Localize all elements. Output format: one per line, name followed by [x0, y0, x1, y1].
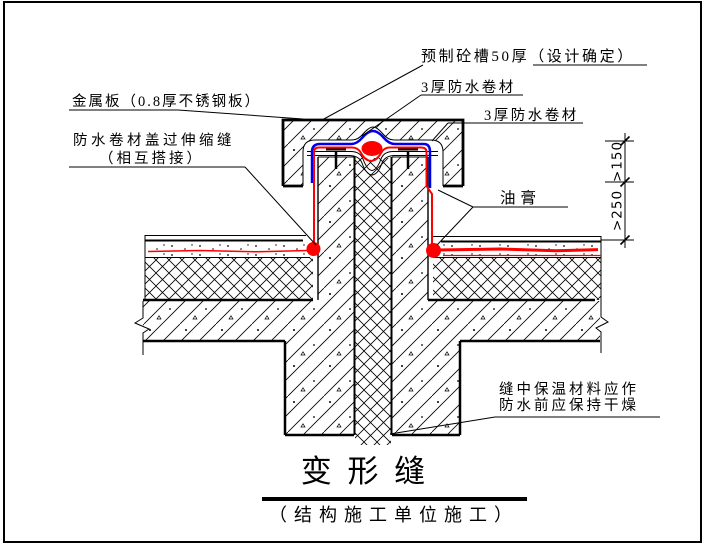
callout-insulation-note-2: 防水前应保持干燥	[499, 396, 639, 414]
sealant-bulb	[361, 141, 383, 156]
beam-outline	[283, 341, 462, 437]
callout-precast-cap: 预制砼槽50厚（设计确定）	[421, 48, 635, 65]
callout-insulation-note-1: 缝中保温材料应作	[499, 380, 639, 398]
leader-metal-plate	[69, 109, 304, 120]
drawing-subtitle: （结构施工单位施工）	[269, 505, 519, 525]
precast-cap-outline	[281, 118, 465, 188]
callout-metal-plate: 金属板（0.8厚不锈钢板）	[72, 92, 261, 110]
leader-insulation-note	[389, 416, 660, 435]
red-membrane-flashing	[313, 146, 433, 246]
right-roof-insulation	[433, 257, 601, 300]
callout-membrane-top: 3厚防水卷材	[421, 79, 516, 96]
leader-membrane-top	[361, 94, 523, 137]
metal-plate-lower-line	[307, 155, 438, 176]
leader-membrane-side	[431, 122, 583, 142]
precast-cap-body	[283, 120, 463, 186]
right-roof-thin-lines	[433, 236, 601, 258]
precast-cap-inner-line	[302, 126, 444, 186]
right-break-line	[595, 236, 609, 353]
sheet-border	[3, 1, 702, 543]
metal-plate-upper-line	[307, 151, 438, 172]
blue-membrane	[310, 129, 432, 188]
sealant-dot-right	[426, 243, 441, 258]
left-roof-insulation	[145, 257, 313, 300]
drawing-title: 变 形 缝	[301, 454, 430, 489]
leader-sealant	[436, 189, 568, 246]
left-roof-membrane	[147, 249, 309, 253]
leader-membrane-lap	[69, 166, 317, 246]
leader-precast-cap	[321, 64, 647, 121]
left-slab-and-wall	[143, 157, 355, 435]
right-roof-membrane	[437, 247, 599, 253]
right-slab-and-wall	[392, 157, 600, 435]
callout-membrane-lap-1: 防水卷材盖过伸缩缝	[73, 132, 235, 149]
callout-membrane-side: 3厚防水卷材	[484, 107, 579, 124]
callout-sealant: 油膏	[500, 189, 541, 207]
title-underline	[262, 497, 527, 501]
upstand-wall-faces	[317, 157, 429, 300]
left-screed-layer	[145, 241, 305, 257]
left-break-line	[133, 301, 151, 355]
left-roof-thin-lines	[145, 235, 310, 258]
dimension-cap-lap: >150	[610, 141, 626, 182]
callout-membrane-lap-2: （相互搭接）	[99, 150, 204, 167]
sealant-dot-left	[306, 242, 321, 256]
dimension-flashing-height: >250	[610, 190, 626, 231]
joint-gap-edges	[353, 157, 393, 435]
dimension-ticks	[619, 135, 631, 246]
dimension-extension-lines	[601, 140, 634, 241]
joint-insulation-strip	[355, 158, 391, 445]
